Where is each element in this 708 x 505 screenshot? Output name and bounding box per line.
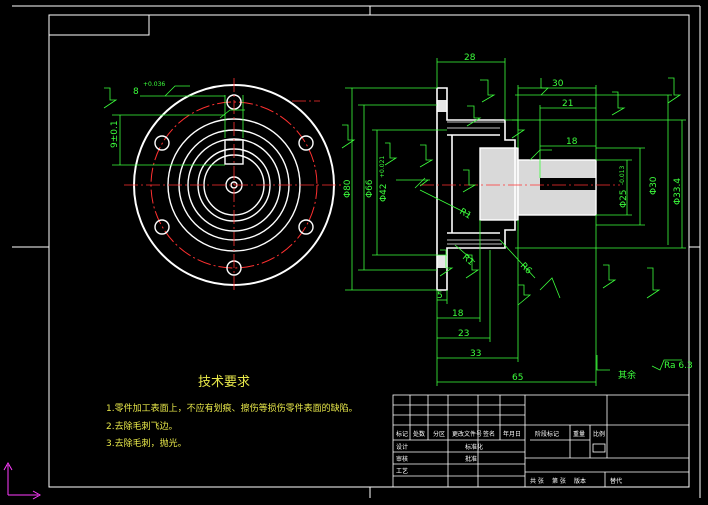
section-dim-text: 28 30 21 18 5 18 23 33 65 Φ80 Φ66 Φ42 +0…	[343, 53, 693, 383]
dim-18b: 18	[452, 309, 464, 319]
tb-header-3: 更改文件号	[452, 430, 482, 438]
rest-roughness-label: 其余	[618, 369, 636, 381]
tb-row-3: 标准化	[465, 443, 483, 451]
dim-28: 28	[464, 53, 476, 63]
tb-header-1: 处数	[413, 430, 425, 438]
dim-phi25: Φ25	[619, 189, 629, 208]
roughness-default: Ra 6.3	[664, 361, 693, 371]
dim-21: 21	[562, 99, 573, 109]
dim-30: 30	[552, 79, 564, 89]
dim-65: 65	[512, 373, 523, 383]
drawing-frame	[12, 5, 701, 498]
dim-r1: R1	[458, 207, 473, 222]
title-block: 标记 处数 分区 更改文件号 签名 年月日 设计 审核 工艺 标准化 批准 阶段…	[392, 394, 690, 488]
tb-footer-1: 第 张	[552, 477, 566, 485]
ucs-icon	[3, 461, 42, 500]
tb-stage-1: 重量	[573, 430, 585, 438]
tb-footer-2: 版本	[574, 477, 586, 485]
tb-row-0: 设计	[396, 443, 408, 451]
dim-phi80: Φ80	[343, 179, 353, 198]
tb-footer-3: 替代	[610, 477, 622, 485]
front-view	[124, 78, 344, 292]
dim-phi66: Φ66	[365, 179, 375, 198]
dim-phi25-tol: -0.013	[619, 165, 626, 185]
tb-header-0: 标记	[396, 430, 408, 438]
tb-stage-2: 比例	[593, 430, 605, 438]
section-view-dims	[341, 58, 686, 386]
dim-5: 5	[437, 291, 443, 301]
tb-header-4: 签名	[483, 430, 495, 438]
section-view	[420, 87, 620, 291]
tech-req-item-2: 2.去除毛刺飞边。	[106, 420, 178, 432]
tb-row-2: 工艺	[396, 467, 408, 475]
tb-header-2: 分区	[433, 430, 445, 438]
tech-req-item-3: 3.去除毛刺，抛光。	[106, 437, 187, 449]
dim-33: 33	[470, 349, 481, 359]
tb-header-5: 年月日	[503, 430, 521, 438]
dim-phi42: Φ42	[379, 183, 389, 202]
tb-row-1: 审核	[396, 455, 408, 463]
tb-row-4: 批准	[465, 455, 477, 463]
dim-r1b: R1	[460, 253, 476, 268]
keyway-depth-dim: 9±0.1	[110, 120, 120, 148]
tb-footer-0: 共 张	[530, 477, 544, 485]
tech-req-title: 技术要求	[198, 375, 250, 390]
tb-stage-0: 阶段标记	[535, 430, 559, 438]
technical-requirements: 技术要求 1.零件加工表面上，不应有划痕、擦伤等损伤零件表面的缺陷。 2.去除毛…	[106, 375, 358, 449]
dim-phi33: Φ33.4	[673, 178, 683, 205]
tech-req-item-1: 1.零件加工表面上，不应有划痕、擦伤等损伤零件表面的缺陷。	[106, 402, 358, 414]
dim-18: 18	[566, 137, 578, 147]
front-view-dims: 8 +0.036 9±0.1	[103, 81, 245, 166]
keyway-width-tol: +0.036	[143, 81, 165, 88]
keyway-width-dim: 8	[133, 87, 139, 97]
dim-phi30: Φ30	[649, 176, 659, 195]
dim-23: 23	[458, 329, 469, 339]
dim-phi42-tol: +0.021	[379, 156, 386, 178]
